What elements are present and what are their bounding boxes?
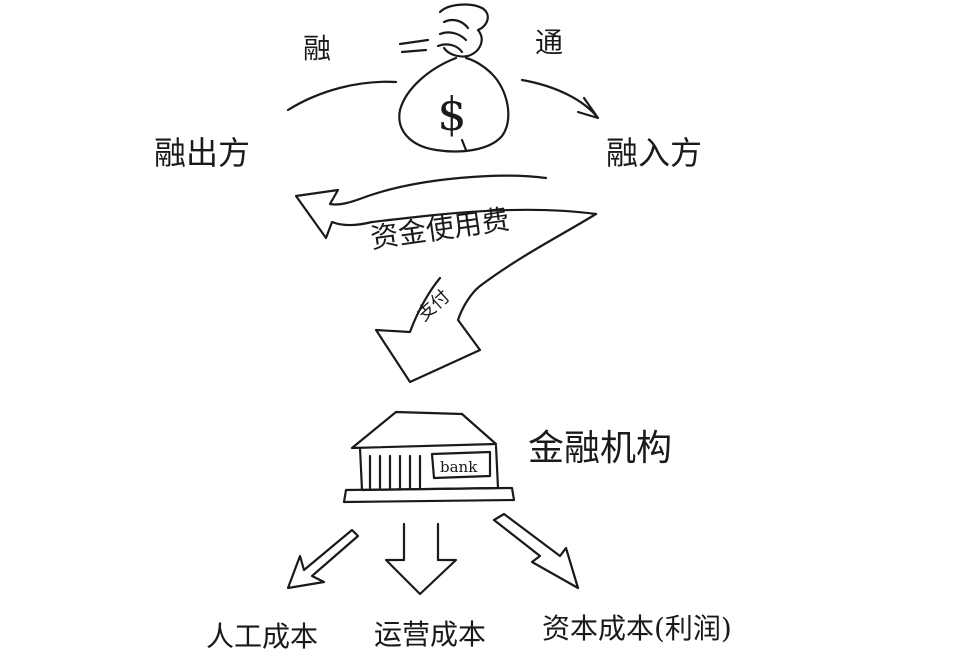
arrow-down-left: [286, 528, 360, 590]
arrow-down-middle: [384, 522, 458, 596]
arc-right-arrow: [520, 78, 600, 120]
dollar-sign: $: [437, 87, 466, 141]
label-tong: 通: [535, 26, 563, 59]
label-pay: 支付: [413, 286, 454, 326]
label-institution: 金融机构: [528, 428, 672, 469]
arc-left: [286, 80, 398, 112]
fee-arrow: [294, 174, 598, 240]
bank-building-icon: [342, 410, 516, 504]
label-cost-ops: 运营成本: [374, 618, 486, 651]
label-fee: 资金使用费: [368, 203, 511, 255]
label-cost-capital: 资本成本(利润): [542, 612, 732, 645]
money-bag-icon: [398, 3, 510, 153]
label-borrower: 融入方: [606, 134, 702, 172]
bank-sign: bank: [440, 458, 478, 476]
label-lender: 融出方: [154, 134, 250, 172]
label-cost-labor: 人工成本: [206, 620, 318, 653]
arrow-down-right: [492, 512, 580, 590]
label-rong: 融: [303, 32, 331, 65]
pay-arrow: [374, 212, 598, 384]
